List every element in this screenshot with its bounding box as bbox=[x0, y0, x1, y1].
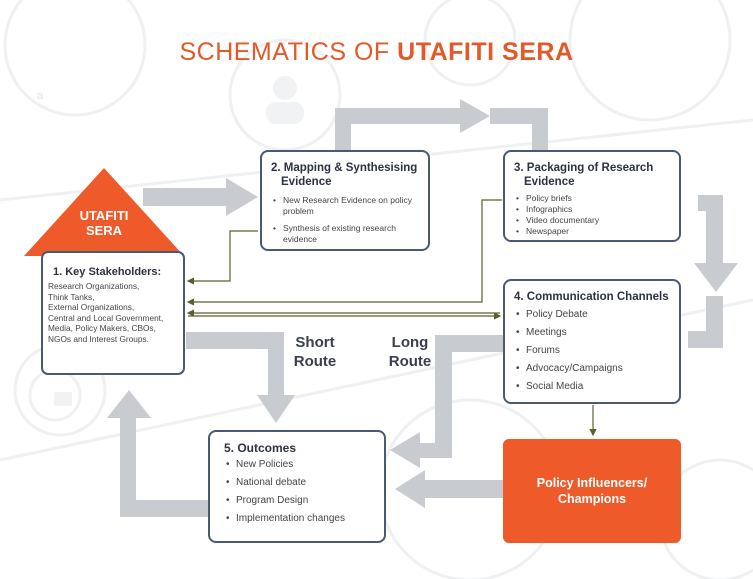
champions-box: Policy Influencers/ Champions bbox=[503, 439, 681, 543]
stakeholders-heading: 1. Key Stakeholders: bbox=[53, 266, 162, 278]
watermark-letter: a bbox=[37, 90, 44, 102]
arrow-champions-to-outcomes bbox=[395, 470, 503, 508]
outcomes-list: New Policies National debate Program Des… bbox=[224, 456, 374, 528]
arrow-long-route bbox=[390, 335, 504, 468]
short-route-line2: Route bbox=[293, 353, 337, 370]
champions-line2: Champions bbox=[557, 492, 627, 506]
champions-line1: Policy Influencers/ bbox=[536, 476, 648, 490]
stakeholder-line: Media, Policy Makers, CBOs, bbox=[48, 323, 156, 333]
list-item: Social Media bbox=[514, 378, 669, 396]
stakeholder-line: Central and Local Government, bbox=[48, 312, 164, 323]
title-part2: UTAFITI SERA bbox=[397, 38, 574, 66]
short-route-label: Short Route bbox=[285, 333, 345, 371]
communication-heading: 4. Communication Channels bbox=[514, 291, 669, 303]
long-route-line2: Route bbox=[388, 353, 432, 370]
list-item: Program Design bbox=[224, 492, 374, 510]
packaging-heading-line1: 3. Packaging of Research bbox=[514, 162, 654, 174]
house-label: UTAFITI SERA bbox=[64, 208, 144, 238]
communication-list: Policy Debate Meetings Forums Advocacy/C… bbox=[514, 306, 669, 396]
mapping-heading-line2: Evidence bbox=[281, 176, 332, 188]
background-user-icon bbox=[54, 76, 304, 406]
list-item: Meetings bbox=[514, 324, 669, 342]
communication-box: 4. Communication Channels Policy Debate … bbox=[503, 279, 681, 404]
long-route-line1: Long bbox=[391, 334, 429, 351]
list-item: Policy briefs bbox=[514, 193, 669, 204]
long-route-label: Long Route bbox=[380, 333, 440, 371]
arrow-communication-return bbox=[688, 296, 723, 348]
flow-arrows bbox=[107, 99, 738, 517]
outcomes-heading: 5. Outcomes bbox=[224, 441, 297, 455]
list-item: Newspaper bbox=[514, 226, 669, 237]
list-item: New Policies bbox=[224, 456, 374, 474]
list-item: Video documentary bbox=[514, 215, 669, 226]
short-route-line1: Short bbox=[295, 334, 335, 351]
arrow-mapping-to-packaging bbox=[335, 99, 490, 150]
stakeholder-line: Research Organizations, bbox=[48, 281, 140, 291]
mapping-heading-line1: 2. Mapping & Synthesising bbox=[271, 162, 418, 174]
list-item: Advocacy/Campaigns bbox=[514, 360, 669, 378]
stakeholder-line: External Organizations, bbox=[48, 302, 135, 312]
house-label-line1: UTAFITI bbox=[79, 208, 129, 223]
arrow-stakeholders-to-mapping bbox=[143, 178, 258, 216]
list-item: Synthesis of existing research evidence bbox=[271, 223, 418, 245]
list-item: National debate bbox=[224, 474, 374, 492]
stakeholders-box: 1. Key Stakeholders: Research Organizati… bbox=[48, 266, 182, 344]
outcomes-box: 5. Outcomes New Policies National debate… bbox=[208, 430, 386, 543]
connector-stakeholders-mapping bbox=[186, 230, 258, 285]
list-item: Forums bbox=[514, 342, 669, 360]
connector-packaging-stakeholders bbox=[186, 199, 502, 306]
packaging-heading-line2: Evidence bbox=[524, 176, 575, 188]
list-item: Policy Debate bbox=[514, 306, 669, 324]
connector-lines bbox=[186, 199, 597, 437]
list-item: Infographics bbox=[514, 204, 669, 215]
title-part1: SCHEMATICS OF bbox=[179, 38, 398, 66]
list-item: Implementation changes bbox=[224, 510, 374, 528]
arrow-packaging-to-communication bbox=[694, 195, 738, 292]
arrow-short-route bbox=[186, 332, 295, 423]
house-roof bbox=[24, 168, 184, 256]
house-body bbox=[41, 251, 185, 375]
stakeholder-line: NGOs and Interest Groups. bbox=[48, 333, 149, 344]
house-label-line2: SERA bbox=[85, 223, 123, 238]
list-item: New Research Evidence on policy problem bbox=[271, 195, 418, 217]
page-title: SCHEMATICS OF UTAFITI SERA bbox=[0, 38, 753, 67]
stakeholder-line: Think Tanks, bbox=[48, 291, 95, 302]
mapping-list: New Research Evidence on policy problem … bbox=[271, 195, 418, 245]
packaging-list: Policy briefs Infographics Video documen… bbox=[514, 193, 669, 237]
arrow-outcomes-to-stakeholders bbox=[107, 390, 208, 517]
stakeholders-list: Research Organizations, Think Tanks, Ext… bbox=[48, 281, 182, 344]
